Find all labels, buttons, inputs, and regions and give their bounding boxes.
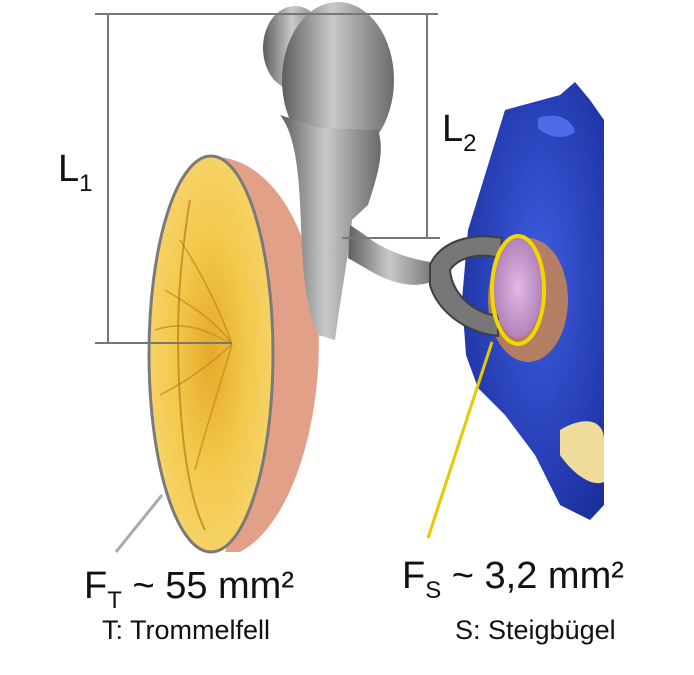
eardrum-leader-line — [114, 494, 164, 553]
ossicle-chain — [263, 2, 440, 340]
label-FS: FS ~ 3,2 mm² — [402, 557, 624, 603]
label-L2-main: L — [442, 108, 464, 150]
legend-trommelfell: T: Trommelfell — [102, 615, 271, 645]
legend-steigbuegel: S: Steigbügel — [455, 615, 616, 645]
label-L1-main: L — [58, 148, 80, 190]
label-FS-value: ~ 3,2 mm² — [441, 555, 624, 597]
stapes — [429, 235, 542, 338]
label-FS-main: F — [402, 555, 426, 597]
label-FT-value: ~ 55 mm² — [121, 565, 294, 607]
dimension-lines — [95, 13, 440, 344]
label-FS-sub: S — [425, 577, 442, 604]
label-FT: FT ~ 55 mm² — [84, 567, 294, 613]
label-FT-main: F — [84, 565, 108, 607]
label-L2: L2 — [442, 110, 477, 156]
label-FT-sub: T — [107, 587, 122, 614]
label-L1-sub: 1 — [79, 170, 93, 197]
stapes-footplate-outline — [490, 234, 546, 346]
stapes-leader-line — [426, 341, 494, 539]
label-L1: L1 — [58, 150, 93, 196]
eardrum — [147, 154, 275, 554]
label-L2-sub: 2 — [463, 130, 477, 157]
